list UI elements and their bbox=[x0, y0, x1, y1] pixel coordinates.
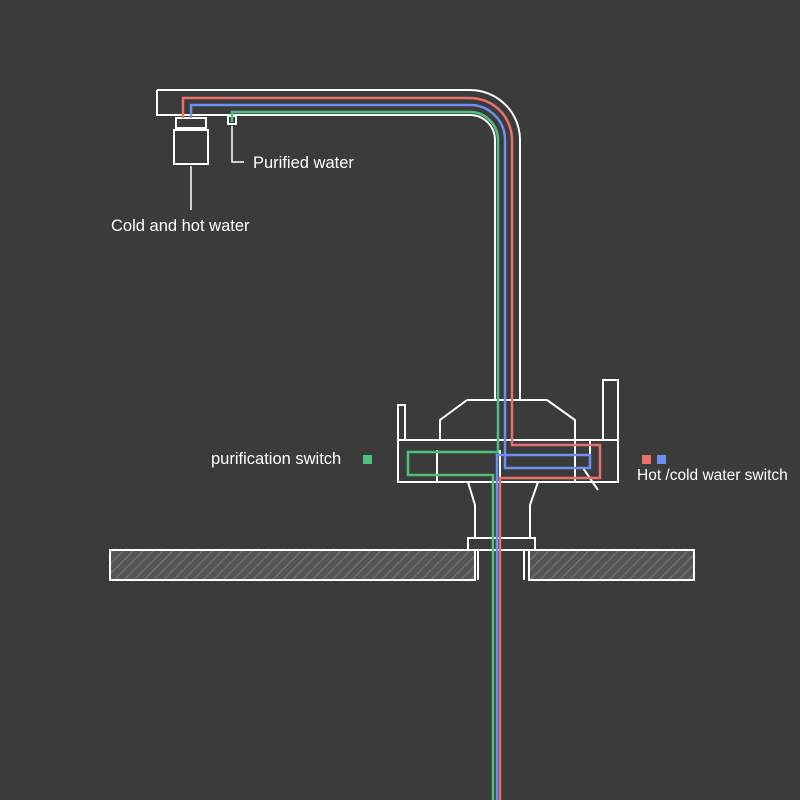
label-hot-cold-switch: Hot /cold water switch bbox=[637, 467, 788, 484]
label-cold-hot-water: Cold and hot water bbox=[111, 217, 250, 235]
purification-switch-swatch bbox=[363, 455, 372, 464]
faucet-outline bbox=[156, 89, 619, 580]
pipe-cold bbox=[189, 103, 592, 800]
pipe-purified bbox=[230, 110, 500, 800]
label-purification-switch: purification switch bbox=[211, 450, 342, 468]
leader-lines bbox=[190, 126, 244, 210]
countertop bbox=[109, 549, 695, 581]
label-purified-water: Purified water bbox=[253, 154, 354, 172]
pipe-hot bbox=[181, 96, 602, 800]
cold-swatch bbox=[657, 455, 666, 464]
hot-swatch bbox=[642, 455, 651, 464]
